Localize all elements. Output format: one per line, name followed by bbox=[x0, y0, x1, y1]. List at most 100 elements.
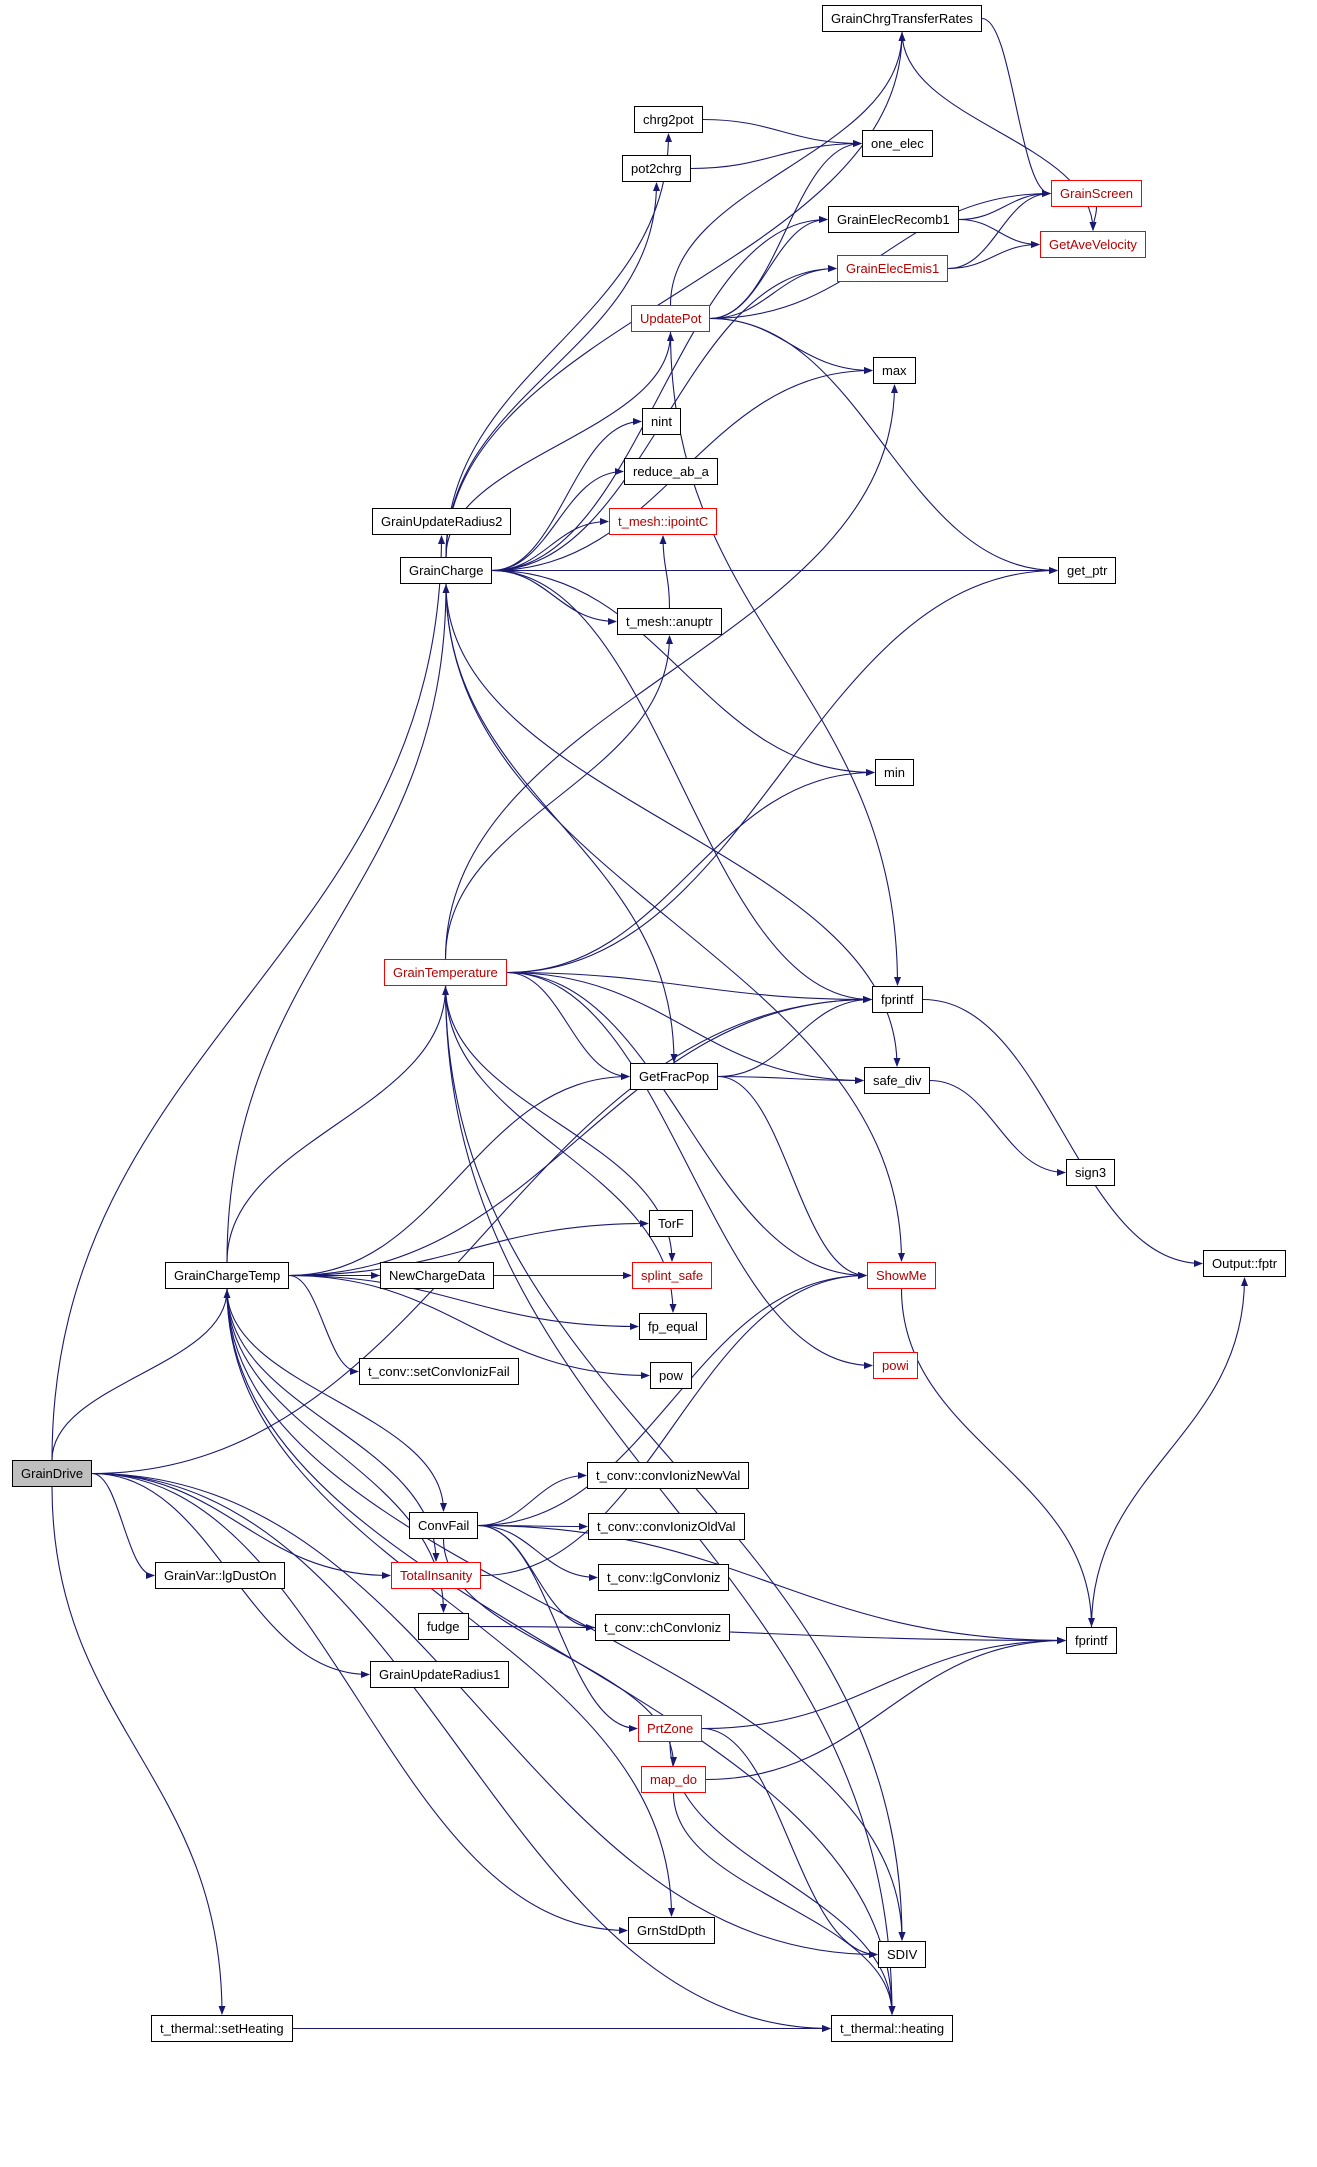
edge-grainChargeTemp-to-grainCharge bbox=[226, 584, 450, 1263]
edge-updatePot-to-get_ptr bbox=[709, 317, 1058, 574]
graph-node-getAveVelocity[interactable]: GetAveVelocity bbox=[1040, 231, 1146, 258]
edge-grainCharge-to-grainChrgTransferRates bbox=[445, 32, 906, 558]
graph-node-grainDrive[interactable]: GrainDrive bbox=[12, 1460, 93, 1487]
graph-node-splint_safe[interactable]: splint_safe bbox=[632, 1262, 713, 1289]
graph-node-grainCharge[interactable]: GrainCharge bbox=[400, 557, 493, 584]
edge-grainElecRecomb1-to-grainScreen bbox=[958, 190, 1051, 221]
graph-node-one_elec[interactable]: one_elec bbox=[862, 130, 933, 157]
graph-node-updatePot[interactable]: UpdatePot bbox=[631, 305, 711, 332]
edge-fprintf_c-to-outputFptr bbox=[922, 998, 1203, 1267]
graph-node-chrg2pot[interactable]: chrg2pot bbox=[634, 106, 703, 133]
graph-node-grainElecRecomb1[interactable]: GrainElecRecomb1 bbox=[828, 206, 959, 233]
edge-grainCharge-to-nint bbox=[491, 418, 642, 572]
graph-node-sdiv[interactable]: SDIV bbox=[878, 1941, 927, 1968]
graph-node-max[interactable]: max bbox=[873, 357, 916, 384]
edge-getFracPop-to-fprintf_c bbox=[717, 996, 872, 1078]
graph-node-reduce_ab_a[interactable]: reduce_ab_a bbox=[624, 458, 718, 485]
graph-node-setHeating[interactable]: t_thermal::setHeating bbox=[151, 2015, 293, 2042]
edge-grainElecEmis1-to-grainScreen bbox=[947, 190, 1051, 270]
edge-grainCharge-to-grainElecRecomb1 bbox=[491, 216, 828, 572]
graph-node-totalInsanity[interactable]: TotalInsanity bbox=[391, 1562, 482, 1589]
edge-grainTemperature-to-min bbox=[506, 769, 875, 974]
edge-grainCharge-to-safe_div bbox=[445, 583, 901, 1067]
edge-prtZone-to-sdiv bbox=[701, 1727, 878, 1958]
edge-convFail-to-fprintf_r bbox=[477, 1524, 1066, 1644]
graph-node-fprintf_r[interactable]: fprintf bbox=[1066, 1627, 1117, 1654]
edge-grainDrive-to-sdiv bbox=[91, 1472, 878, 1958]
graph-node-heating[interactable]: t_thermal::heating bbox=[831, 2015, 954, 2042]
graph-node-fprintf_c[interactable]: fprintf bbox=[872, 986, 923, 1013]
graph-node-sign3[interactable]: sign3 bbox=[1066, 1159, 1116, 1186]
edge-grainChargeTemp-to-heating bbox=[226, 1288, 896, 2015]
edge-grainChargeTemp-to-grnStdDpth bbox=[226, 1288, 675, 1917]
graph-node-safe_div[interactable]: safe_div bbox=[864, 1067, 931, 1094]
graph-node-lgDustOn[interactable]: GrainVar::lgDustOn bbox=[155, 1562, 286, 1589]
edge-anuptr-to-ipointC bbox=[659, 535, 671, 609]
edge-grainChargeTemp-to-getFracPop bbox=[288, 1073, 630, 1277]
graph-node-newChargeData[interactable]: NewChargeData bbox=[380, 1262, 495, 1289]
edge-grainTemperature-to-fprintf_c bbox=[506, 971, 872, 1003]
edge-grainChargeTemp-to-grainTemperature bbox=[226, 986, 449, 1263]
graph-node-grnStdDpth[interactable]: GrnStdDpth bbox=[628, 1917, 715, 1944]
graph-node-setConvIonizFail[interactable]: t_conv::setConvIonizFail bbox=[359, 1358, 519, 1385]
edge-grainChargeTemp-to-convFail bbox=[226, 1288, 447, 1512]
graph-node-grainTemperature[interactable]: GrainTemperature bbox=[384, 959, 507, 986]
graph-node-convIonizNewVal[interactable]: t_conv::convIonizNewVal bbox=[587, 1462, 750, 1489]
edge-grainTemperature-to-get_ptr bbox=[506, 567, 1058, 974]
graph-node-showMe[interactable]: ShowMe bbox=[867, 1262, 936, 1289]
edge-map_do-to-heating bbox=[672, 1792, 896, 2015]
edge-grainChargeTemp-to-torF bbox=[288, 1220, 649, 1277]
edge-grainCharge-to-chrg2pot bbox=[445, 133, 672, 558]
graph-node-get_ptr[interactable]: get_ptr bbox=[1058, 557, 1117, 584]
edge-grainTemperature-to-powi bbox=[506, 971, 873, 1369]
edge-grainDrive-to-grainChargeTemp bbox=[51, 1289, 231, 1461]
edge-grainCharge-to-showMe bbox=[445, 583, 905, 1262]
graph-node-grainUpdateRadius2[interactable]: GrainUpdateRadius2 bbox=[372, 508, 512, 535]
edge-showMe-to-fprintf_r bbox=[900, 1288, 1095, 1627]
graph-node-min[interactable]: min bbox=[875, 759, 914, 786]
edge-grainTemperature-to-safe_div bbox=[506, 971, 864, 1084]
edge-grainTemperature-to-max bbox=[444, 384, 898, 960]
edge-grainTemperature-to-getFracPop bbox=[506, 971, 630, 1080]
graph-node-pow[interactable]: pow bbox=[650, 1362, 692, 1389]
graph-node-getFracPop[interactable]: GetFracPop bbox=[630, 1063, 719, 1090]
edge-grainTemperature-to-heating bbox=[444, 985, 896, 2015]
edge-convFail-to-lgConvIoniz bbox=[477, 1524, 598, 1581]
graph-node-grainScreen[interactable]: GrainScreen bbox=[1051, 180, 1142, 207]
graph-node-anuptr[interactable]: t_mesh::anuptr bbox=[617, 608, 722, 635]
graph-node-powi[interactable]: powi bbox=[873, 1352, 918, 1379]
edge-grainDrive-to-grainUpdateRadius2 bbox=[51, 535, 445, 1461]
edge-prtZone-to-fprintf_r bbox=[701, 1637, 1066, 1730]
graph-node-outputFptr[interactable]: Output::fptr bbox=[1203, 1250, 1287, 1277]
graph-node-chConvIoniz[interactable]: t_conv::chConvIoniz bbox=[595, 1614, 731, 1641]
edge-convFail-to-convIonizNewVal bbox=[477, 1472, 587, 1527]
graph-node-ipointC[interactable]: t_mesh::ipointC bbox=[609, 508, 718, 535]
graph-node-grainChrgTransferRates[interactable]: GrainChrgTransferRates bbox=[822, 5, 982, 32]
edge-grainCharge-to-min bbox=[491, 569, 875, 776]
graph-node-nint[interactable]: nint bbox=[642, 408, 681, 435]
edge-updatePot-to-fprintf_c bbox=[669, 331, 901, 986]
graph-node-grainChargeTemp[interactable]: GrainChargeTemp bbox=[165, 1262, 290, 1289]
graph-node-pot2chrg[interactable]: pot2chrg bbox=[622, 155, 691, 182]
graph-node-grainElecEmis1[interactable]: GrainElecEmis1 bbox=[837, 255, 949, 282]
edge-grainChargeTemp-to-fudge bbox=[226, 1288, 447, 1613]
graph-node-fp_equal[interactable]: fp_equal bbox=[639, 1313, 707, 1340]
edge-group bbox=[51, 17, 1248, 2032]
graph-node-convIonizOldVal[interactable]: t_conv::convIonizOldVal bbox=[588, 1513, 745, 1540]
edge-grainDrive-to-heating bbox=[91, 1472, 831, 2032]
edge-grainCharge-to-reduce_ab_a bbox=[491, 468, 624, 572]
graph-node-prtZone[interactable]: PrtZone bbox=[638, 1715, 703, 1742]
graph-node-fudge[interactable]: fudge bbox=[418, 1613, 469, 1640]
graph-node-grainUpdateRadius1[interactable]: GrainUpdateRadius1 bbox=[370, 1661, 510, 1688]
graph-node-map_do[interactable]: map_do bbox=[641, 1766, 706, 1793]
edge-grainDrive-to-setHeating bbox=[51, 1486, 226, 2015]
edge-pot2chrg-to-one_elec bbox=[690, 140, 862, 170]
graph-node-torF[interactable]: TorF bbox=[649, 1210, 693, 1237]
graph-node-convFail[interactable]: ConvFail bbox=[409, 1512, 479, 1539]
edge-chrg2pot-to-one_elec bbox=[702, 118, 862, 147]
edge-grainTemperature-to-showMe bbox=[506, 971, 867, 1279]
edge-getFracPop-to-showMe bbox=[717, 1075, 867, 1279]
graph-node-lgConvIoniz[interactable]: t_conv::lgConvIoniz bbox=[598, 1564, 730, 1591]
edge-getFracPop-to-safe_div bbox=[717, 1075, 864, 1084]
